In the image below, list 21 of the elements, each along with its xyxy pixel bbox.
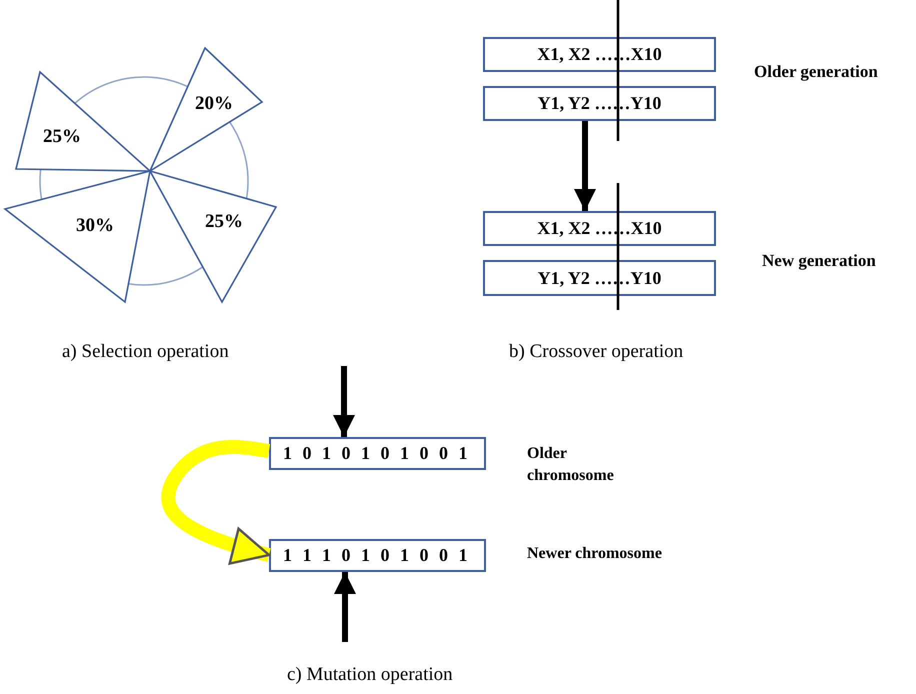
caption: b) Crossover operation: [509, 341, 684, 363]
arrow: [334, 572, 356, 642]
row-label: Newer chromosome: [527, 545, 662, 563]
arrow: [333, 366, 355, 437]
caption: c) Mutation operation: [287, 664, 453, 686]
row-label: Older chromosome: [527, 444, 615, 486]
curved-arrow: [161, 440, 271, 565]
pie-slice: [5, 171, 150, 302]
row-label: Older generation: [754, 62, 878, 82]
percentage-label: 20%: [195, 93, 233, 115]
chromosome-box: 1 1 1 0 1 0 1 0 0 1: [269, 539, 486, 572]
pie-slice: [150, 171, 276, 302]
percentage-label: 25%: [205, 211, 243, 233]
percentage-label: 30%: [76, 215, 114, 237]
pie-slice: [150, 48, 262, 171]
caption: a) Selection operation: [62, 341, 229, 363]
pie-slice: [16, 72, 150, 171]
chromosome-box: 1 0 1 0 1 0 1 0 0 1: [269, 437, 486, 470]
row-label: New generation: [762, 251, 876, 271]
percentage-label: 25%: [43, 126, 81, 148]
arrow: [574, 121, 596, 211]
